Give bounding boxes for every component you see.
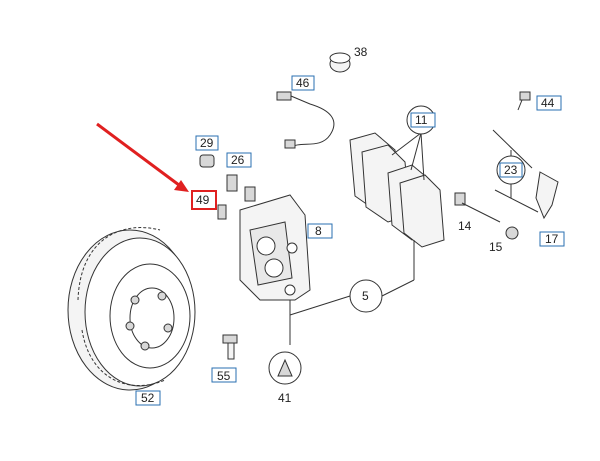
bleeder-cap[interactable]	[199, 154, 215, 168]
label-box-44	[536, 95, 562, 111]
highlight-arrow	[96, 122, 189, 192]
part-label-52: 52	[141, 391, 155, 405]
disc-screw-55[interactable]	[222, 334, 238, 360]
brake-disc[interactable]	[67, 227, 196, 391]
retaining-pins[interactable]	[492, 129, 539, 213]
part-label-5: 5	[362, 289, 369, 303]
label-box-29	[195, 135, 219, 151]
brake-caliper[interactable]	[239, 186, 311, 301]
screw-49[interactable]	[217, 204, 227, 220]
nut-15[interactable]	[505, 226, 519, 240]
part-label-23: 23	[504, 163, 518, 177]
bolt-44[interactable]	[517, 91, 531, 111]
wheel-bolt-hole	[130, 295, 140, 305]
label-box-55	[211, 367, 237, 383]
part-label-11: 11	[415, 113, 428, 127]
part-label-15: 15	[489, 240, 503, 254]
part-label-44: 44	[541, 96, 555, 110]
part-label-26: 26	[231, 153, 245, 167]
label-box-49	[191, 190, 217, 210]
brake-pad-set[interactable]	[349, 132, 445, 248]
dust-cap[interactable]	[329, 52, 351, 73]
part-label-8: 8	[315, 224, 322, 238]
wheel-bolt-hole	[140, 341, 150, 351]
part-label-17: 17	[545, 232, 559, 246]
part-label-55: 55	[217, 369, 231, 383]
part-label-49: 49	[196, 193, 210, 207]
part-label-41: 41	[278, 391, 292, 405]
callout-circle-5	[349, 279, 383, 313]
part-label-38: 38	[354, 45, 368, 59]
caliper-bolt-14[interactable]	[454, 192, 501, 223]
wheel-bolt-hole	[163, 323, 173, 333]
wear-sensor[interactable]	[276, 91, 335, 149]
label-box-11	[410, 112, 436, 128]
part-label-46: 46	[296, 76, 310, 90]
label-box-8	[307, 223, 333, 239]
label-box-23	[499, 162, 523, 178]
label-box-26	[226, 152, 252, 168]
label-box-52	[135, 390, 161, 406]
wheel-bolt-hole	[157, 291, 167, 301]
wheel-bolt-hole	[125, 321, 135, 331]
part-label-29: 29	[200, 136, 214, 150]
label-box-46	[291, 75, 315, 91]
bleeder-screw[interactable]	[226, 174, 238, 192]
label-box-17	[539, 231, 565, 247]
spring-clip[interactable]	[535, 171, 559, 220]
triangle-kit-41[interactable]	[268, 351, 302, 385]
part-label-14: 14	[458, 219, 472, 233]
